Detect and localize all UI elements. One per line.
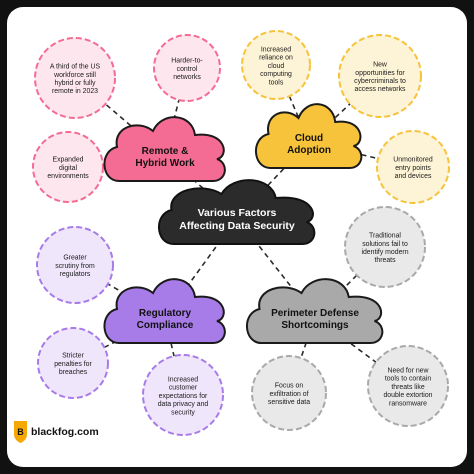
perimeter-defense-shortcomings-bubble-text-line: exfiltration of: [269, 391, 308, 398]
remote-hybrid-work-bubble-circle: [32, 131, 104, 203]
perimeter-defense-shortcomings-bubble-text-line: tools to contain: [385, 376, 432, 383]
remote-hybrid-work-bubble-text-line: environments: [47, 173, 89, 180]
perimeter-defense-shortcomings-bubble-text-line: Need for new: [388, 367, 429, 374]
remote-hybrid-work-bubble-text-line: digital: [59, 165, 77, 172]
perimeter-defense-shortcomings-bubble-circle: [251, 355, 327, 431]
perimeter-defense-shortcomings-bubble-text-line: double extortion: [383, 392, 432, 399]
cloud-layer: Remote &Hybrid Work CloudAdoptionRegulato…: [103, 103, 384, 344]
cloud-adoption-bubble-text-line: cybercriminals to: [354, 78, 406, 85]
cloud-adoption-bubble-text-line: and devices: [395, 173, 432, 180]
regulatory-compliance-bubble-text-line: Increased: [168, 376, 198, 383]
remote-hybrid-work-center-connector: [164, 154, 238, 219]
logo-glyph: B: [17, 427, 24, 437]
regulatory-compliance-cloud-label-line: Compliance: [137, 320, 194, 331]
perimeter-defense-shortcomings-cloud-label-line: Perimeter Defense: [271, 308, 359, 319]
cloud-adoption-bubble-text-line: entry points: [395, 165, 431, 172]
perimeter-defense-shortcomings-cloud-shape: [246, 278, 384, 344]
remote-hybrid-work-bubble-text-line: control: [177, 66, 198, 73]
cloud-adoption-cloud-label-line: Cloud: [295, 133, 323, 144]
remote-hybrid-work-cloud: Remote &Hybrid Work: [103, 116, 226, 182]
cloud-adoption-bubble-text-line: opportunities for: [355, 70, 405, 77]
regulatory-compliance-bubble-text-line: Stricter: [62, 353, 85, 360]
cloud-adoption-cloud-label-line: Adoption: [287, 145, 331, 156]
remote-hybrid-work-bubble-text-line: A third of the US: [50, 64, 101, 71]
regulatory-compliance-cloud-shape: [103, 278, 226, 344]
cloud-adoption-bubble-text-line: tools: [269, 79, 284, 86]
perimeter-defense-shortcomings-bubble-text-line: threats like: [391, 384, 424, 391]
cloud-adoption-bubble-circle: [338, 34, 422, 118]
perimeter-defense-shortcomings-bubble-text-line: Traditional: [369, 233, 401, 240]
cloud-adoption-bubble-text-line: Unmonitored: [393, 157, 433, 164]
perimeter-defense-shortcomings-bubble-text-line: sensitive data: [268, 399, 310, 406]
regulatory-compliance-bubble-text-line: security: [171, 409, 195, 416]
cloud-adoption-bubble-circle: [241, 30, 311, 100]
cloud-adoption-bubble-text-line: reliance on: [259, 55, 293, 62]
regulatory-compliance-bubble-circle: [36, 226, 114, 304]
perimeter-defense-shortcomings-bubble-text-line: ransomware: [389, 400, 427, 407]
remote-hybrid-work-bubble-text-line: networks: [173, 74, 201, 81]
regulatory-compliance-bubble-text-line: penalties for: [54, 361, 92, 368]
center-cloud-label-line: Various Factors: [198, 207, 277, 219]
brand-url: blackfog.com: [31, 426, 99, 438]
remote-hybrid-work-bubble-circle: [153, 34, 221, 102]
remote-hybrid-work-bubble-text-line: hybrid or fully: [55, 80, 97, 87]
perimeter-defense-shortcomings-cloud-label-line: Shortcomings: [281, 320, 349, 331]
cloud-adoption-cloud-shape: [255, 103, 363, 169]
regulatory-compliance-bubble-text-line: breaches: [59, 369, 88, 376]
regulatory-compliance-bubble-text-line: regulators: [60, 271, 91, 278]
blackfog-logo: [14, 421, 27, 443]
perimeter-defense-shortcomings-bubble-text-line: threats: [374, 257, 396, 264]
perimeter-defense-shortcomings-bubble-circle: [344, 206, 426, 288]
regulatory-compliance-bubble-text-line: expectations for: [159, 393, 208, 400]
remote-hybrid-work-cloud-shape: [103, 116, 226, 182]
regulatory-compliance-bubble-text-line: data privacy and: [158, 401, 209, 408]
remote-hybrid-work-cloud-label-line: Hybrid Work: [135, 158, 195, 169]
remote-hybrid-work-bubble-text-line: remote in 2023: [52, 88, 98, 95]
regulatory-compliance-bubble-text-line: Greater: [63, 255, 87, 262]
remote-hybrid-work-cloud-label-line: Remote &: [142, 146, 189, 157]
center-cloud-label-line: Affecting Data Security: [179, 220, 295, 232]
regulatory-compliance-bubble-text-line: customer: [169, 385, 198, 392]
cloud-adoption-bubble-text-line: cloud: [268, 63, 285, 70]
remote-hybrid-work-bubble-circle: [34, 37, 116, 119]
regulatory-compliance-bubble-text-line: scrutiny from: [55, 263, 95, 270]
regulatory-compliance-bubble-circle: [37, 327, 109, 399]
remote-hybrid-work-bubble-text-line: workforce still: [53, 72, 96, 79]
brand-block: B blackfog.com: [14, 421, 99, 443]
perimeter-defense-shortcomings-bubble-text-line: identify modern: [361, 249, 408, 256]
remote-hybrid-work-bubble-text-line: Expanded: [52, 157, 83, 164]
cloud-adoption-bubble-text-line: computing: [260, 71, 292, 78]
cloud-adoption-bubble-text-line: Increased: [261, 46, 291, 53]
regulatory-compliance-cloud-label-line: Regulatory: [139, 308, 192, 319]
perimeter-defense-shortcomings-bubble-text-line: Focus on: [275, 383, 304, 390]
cloud-adoption-bubble-connector: [308, 75, 381, 143]
cloud-adoption-bubble-text-line: access networks: [355, 86, 406, 93]
cloud-adoption-bubble-circle: [376, 130, 450, 204]
cloud-adoption-bubble-text-line: New: [373, 62, 387, 69]
perimeter-defense-shortcomings-bubble-text-line: solutions fail to: [362, 241, 408, 248]
remote-hybrid-work-bubble-text-line: Harder-to-: [171, 58, 202, 65]
perimeter-defense-shortcomings-bubble-circle: [367, 345, 449, 427]
center-cloud-shape: [158, 179, 316, 245]
regulatory-compliance-bubble-circle: [142, 354, 224, 436]
